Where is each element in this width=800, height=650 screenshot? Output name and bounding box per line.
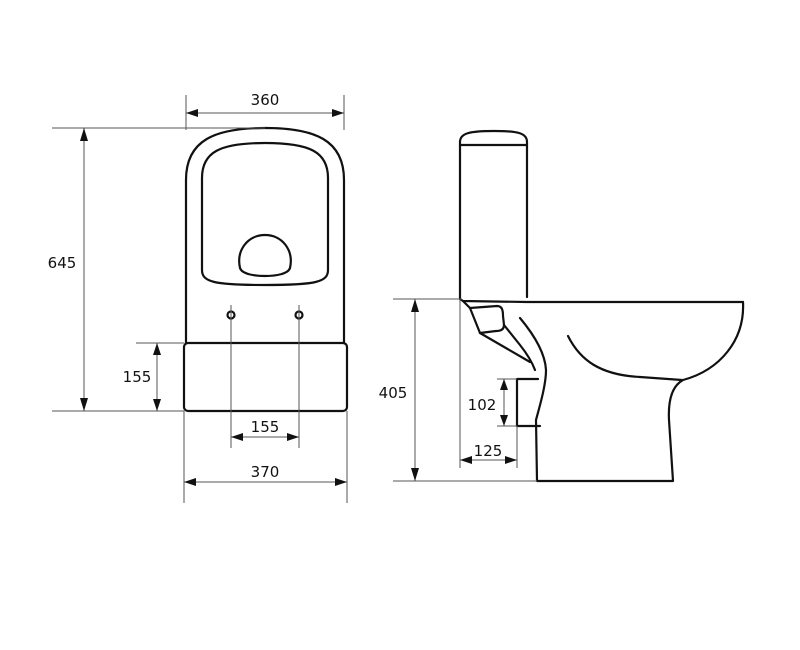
dimension-outlet-height: 102 <box>468 379 508 426</box>
dimension-top-width: 360 <box>186 91 344 117</box>
label-outlet-distance: 125 <box>474 442 503 460</box>
label-base-height: 155 <box>123 368 152 386</box>
dimension-bolt-spacing: 155 <box>231 418 299 441</box>
dimension-base-width: 370 <box>184 463 347 486</box>
dimension-base-height: 155 <box>123 343 161 411</box>
dimension-bowl-height: 405 <box>379 299 419 481</box>
side-bowl-inner-curve <box>566 334 684 382</box>
side-cistern <box>458 129 529 301</box>
side-back-profile <box>461 299 472 310</box>
label-base-width: 370 <box>251 463 280 481</box>
label-bolt-spacing: 155 <box>251 418 280 436</box>
side-bowl-outline <box>518 300 745 483</box>
side-view: 405 102 125 <box>379 129 745 483</box>
side-outlet-spigot <box>515 377 542 428</box>
label-top-width: 360 <box>251 91 280 109</box>
side-trapway-block <box>468 304 506 335</box>
front-handle-recess <box>238 233 292 278</box>
dimension-outlet-distance: 125 <box>460 442 517 464</box>
front-base-block <box>182 341 349 413</box>
front-view: 360 645 155 155 370 <box>48 91 349 503</box>
front-seat-inner-outline <box>200 141 330 287</box>
label-bowl-height: 405 <box>379 384 408 402</box>
side-trapway-channel <box>478 323 537 372</box>
label-total-height: 645 <box>48 254 77 272</box>
side-bowl-rim <box>458 297 745 304</box>
dimension-total-height: 645 <box>48 128 88 411</box>
label-outlet-height: 102 <box>468 396 497 414</box>
